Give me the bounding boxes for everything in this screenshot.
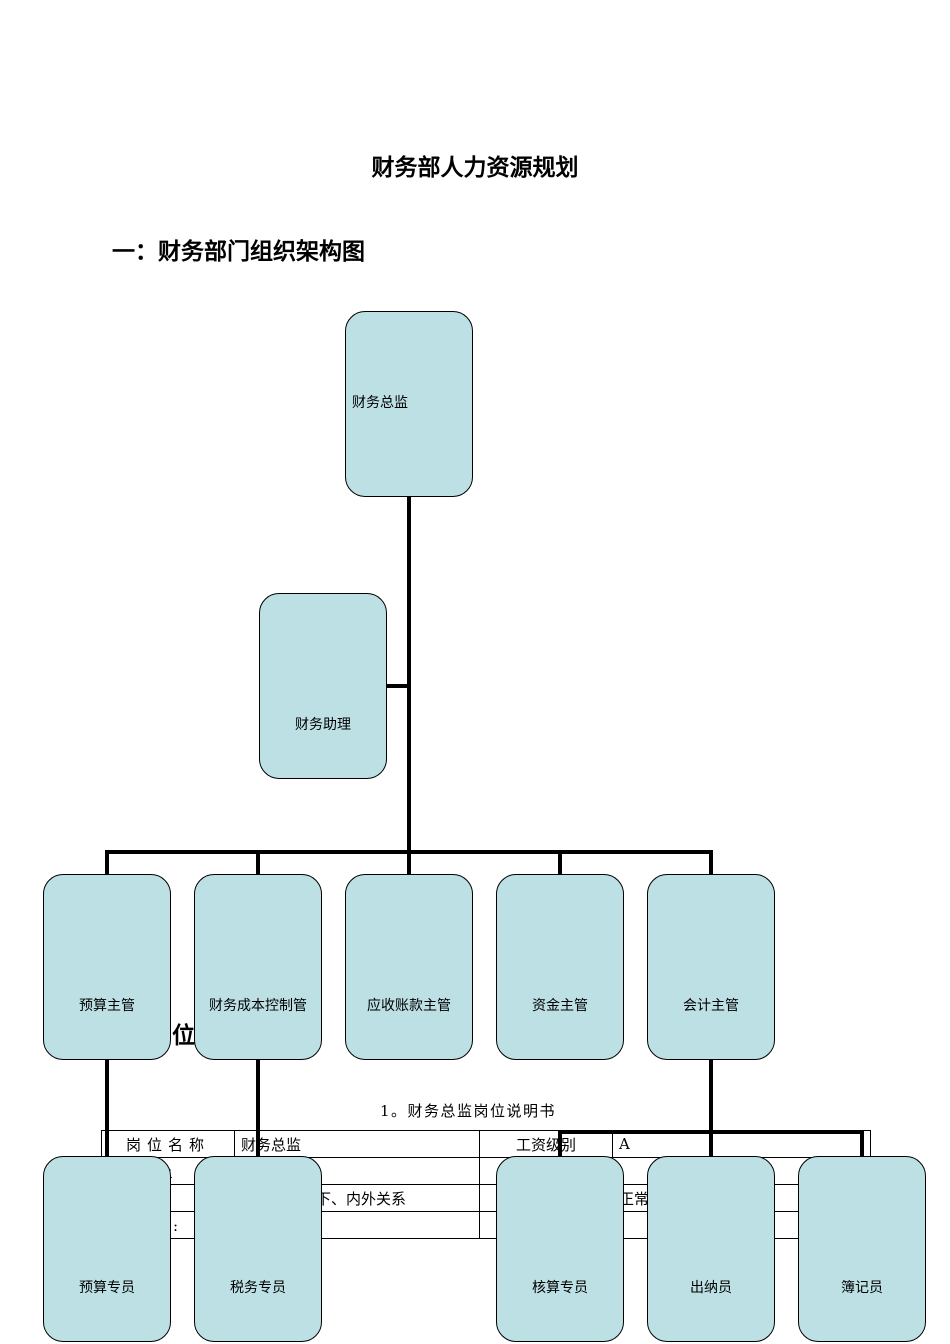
org-node-manager: 财务成本控制管 [194, 874, 322, 1060]
org-node-label: 会计主管 [683, 998, 739, 1014]
org-node-staff: 出纳员 [647, 1156, 775, 1342]
org-node-label: 财务总监 [352, 395, 408, 411]
org-node-label: 财务助理 [295, 717, 351, 733]
org-node-label: 簿记员 [841, 1280, 883, 1296]
page-title: 财务部人力资源规划 [371, 154, 579, 181]
org-node-assistant: 财务助理 [259, 593, 387, 779]
org-node-label: 出纳员 [690, 1280, 732, 1296]
table-cell: A [612, 1130, 871, 1158]
org-node-manager: 会计主管 [647, 874, 775, 1060]
org-node-staff: 簿记员 [798, 1156, 926, 1342]
org-node-manager: 预算主管 [43, 874, 171, 1060]
org-node-label: 预算专员 [79, 1280, 135, 1296]
job-description-caption: 1。财务总监岗位说明书 [380, 1102, 557, 1120]
org-node-label: 应收账款主管 [367, 998, 451, 1014]
org-node-label: 核算专员 [532, 1280, 588, 1296]
section-heading: 一：财务部门组织架构图 [112, 238, 365, 265]
org-node-manager: 应收账款主管 [345, 874, 473, 1060]
org-node-label: 税务专员 [230, 1280, 286, 1296]
org-node-manager: 资金主管 [496, 874, 624, 1060]
org-node-staff: 核算专员 [496, 1156, 624, 1342]
table-row: 岗位名称 财务总监 工资级别 A [101, 1130, 871, 1158]
org-node-label: 财务成本控制管 [209, 998, 307, 1014]
hidden-section-heading: 位 [172, 1022, 195, 1049]
org-node-label: 预算主管 [79, 998, 135, 1014]
org-node-director: 财务总监 [345, 311, 473, 497]
org-node-label: 资金主管 [532, 998, 588, 1014]
org-node-staff: 税务专员 [194, 1156, 322, 1342]
org-node-staff: 预算专员 [43, 1156, 171, 1342]
